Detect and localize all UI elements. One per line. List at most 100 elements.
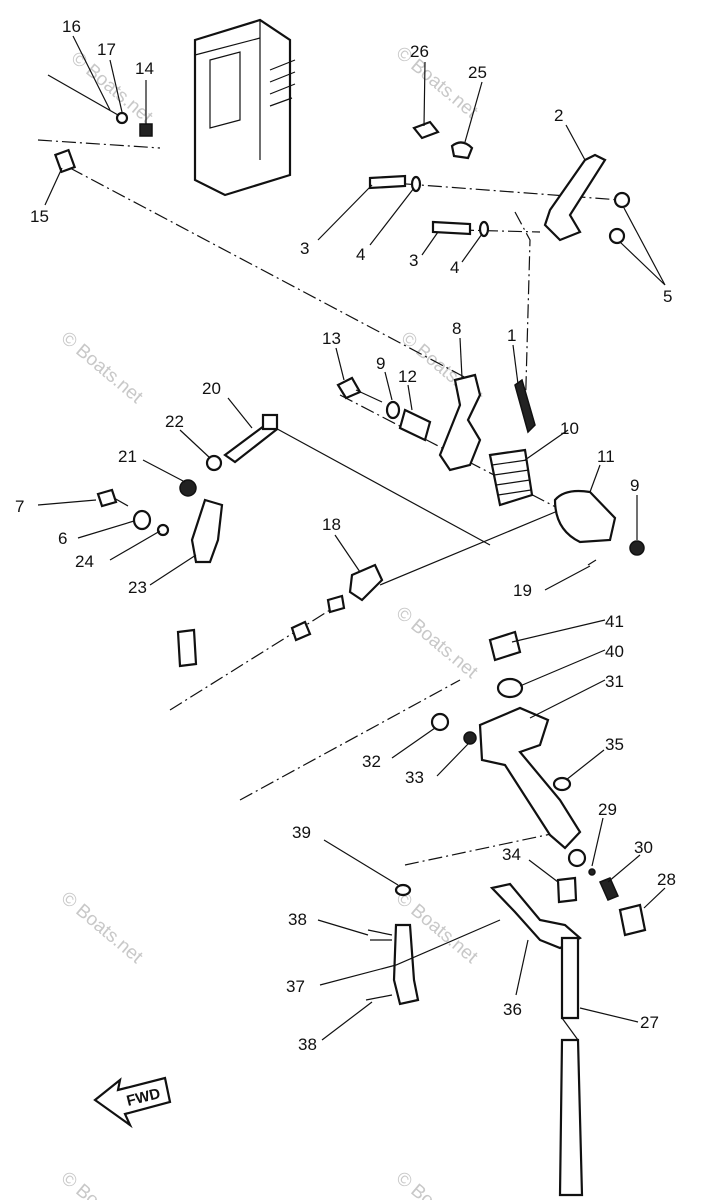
- spring-30: [598, 877, 620, 901]
- pin-19: [587, 559, 597, 566]
- callouts: 16 17 14 15 26 25 2 3 4 3 4 5 13 9 12 8 …: [15, 17, 676, 1054]
- joint-20: [261, 413, 279, 431]
- link-18: [348, 563, 384, 602]
- watermark: © Boats.net: [392, 1168, 482, 1200]
- washer-4a: [410, 175, 422, 193]
- callout-3b: 3: [409, 251, 418, 270]
- callout-4a: 4: [356, 245, 365, 264]
- callout-33: 33: [405, 768, 424, 787]
- leaders: [37, 35, 666, 1041]
- spring-10-coils: [491, 459, 532, 496]
- watermark: © Boats.net: [57, 328, 147, 409]
- bolt-13-shank: [355, 389, 383, 403]
- callout-25: 25: [468, 63, 487, 82]
- lever-2: [543, 153, 607, 242]
- callout-41: 41: [605, 612, 624, 631]
- callout-6: 6: [58, 529, 67, 548]
- callout-17: 17: [97, 40, 116, 59]
- callout-38b: 38: [298, 1035, 317, 1054]
- nut-22: [205, 454, 223, 472]
- washer-4b: [478, 220, 490, 238]
- axis-line: [459, 229, 541, 233]
- callout-1: 1: [507, 326, 516, 345]
- watermark: © Boats.net: [392, 603, 482, 684]
- callout-19: 19: [513, 581, 532, 600]
- housing-slot: [209, 51, 241, 129]
- ball-29: [588, 868, 596, 876]
- nut-40: [496, 677, 524, 699]
- shift-shaft-27-lower: [558, 1038, 584, 1197]
- fwd-arrow-shape: [93, 1076, 172, 1129]
- pin-38b: [365, 994, 393, 1001]
- cap-25: [450, 141, 474, 160]
- callout-36: 36: [503, 1000, 522, 1019]
- bolt-7-shank: [113, 497, 129, 507]
- callout-4b: 4: [450, 258, 459, 277]
- callout-24: 24: [75, 552, 94, 571]
- bolt-26: [412, 120, 440, 140]
- joint-41: [488, 630, 522, 662]
- shift-arm-36: [489, 882, 582, 950]
- housing-edge: [194, 20, 261, 160]
- spring-21: [179, 479, 197, 497]
- callout-10: 10: [560, 419, 579, 438]
- callout-12: 12: [398, 367, 417, 386]
- lever-23: [190, 498, 224, 564]
- callout-14: 14: [135, 59, 154, 78]
- parts: FWD: [47, 18, 647, 1197]
- alignment-lines: [37, 139, 621, 866]
- washer-24: [156, 523, 170, 537]
- spring-clip: [269, 59, 296, 107]
- bolt-32: [430, 712, 450, 732]
- callout-9a: 9: [376, 354, 385, 373]
- callout-27: 27: [640, 1013, 659, 1032]
- callout-8: 8: [452, 319, 461, 338]
- callout-21: 21: [118, 447, 137, 466]
- axis-line: [69, 167, 471, 381]
- shaft-gap: [561, 1017, 579, 1041]
- callout-22: 22: [165, 412, 184, 431]
- callout-11: 11: [597, 447, 615, 466]
- callout-3a: 3: [300, 239, 309, 258]
- cam-11: [553, 489, 617, 544]
- shift-rod-37: [392, 923, 420, 1006]
- washer-9: [385, 400, 401, 420]
- bolt-7: [96, 488, 118, 508]
- bushing-5a: [613, 191, 631, 209]
- callout-2: 2: [554, 106, 563, 125]
- callout-15: 15: [30, 207, 49, 226]
- joint-18b: [326, 594, 346, 614]
- collar-6: [132, 509, 152, 531]
- callout-16: 16: [62, 17, 81, 36]
- callout-7: 7: [15, 497, 24, 516]
- callout-9b: 9: [630, 476, 639, 495]
- callout-40: 40: [605, 642, 624, 661]
- cable-end: [290, 620, 312, 642]
- pin-1: [514, 378, 536, 434]
- callout-18: 18: [322, 515, 341, 534]
- cable-line: [379, 509, 561, 586]
- callout-38a: 38: [288, 910, 307, 929]
- screw-3b: [431, 220, 472, 236]
- callout-28: 28: [657, 870, 676, 889]
- pin-38a: [367, 929, 393, 941]
- watermarks: © Boats.net © Boats.net © Boats.net © Bo…: [57, 43, 487, 1200]
- washer-39: [394, 883, 412, 897]
- callout-13: 13: [322, 329, 341, 348]
- bushing-34: [556, 876, 578, 904]
- roller-lever: [567, 848, 587, 868]
- nipple-15: [53, 148, 77, 174]
- spring-10: [488, 448, 534, 507]
- watermark: © Boats.net: [57, 1168, 147, 1200]
- callout-5: 5: [663, 287, 672, 306]
- callout-39: 39: [292, 823, 311, 842]
- axis-line: [37, 139, 161, 149]
- nut-9b: [629, 540, 645, 556]
- shift-lever-31: [478, 706, 582, 850]
- rod-16: [47, 74, 119, 116]
- axis-line: [514, 211, 531, 421]
- screw-28: [618, 903, 647, 937]
- callout-34: 34: [502, 845, 521, 864]
- callout-35: 35: [605, 735, 624, 754]
- clip-14: [139, 123, 153, 137]
